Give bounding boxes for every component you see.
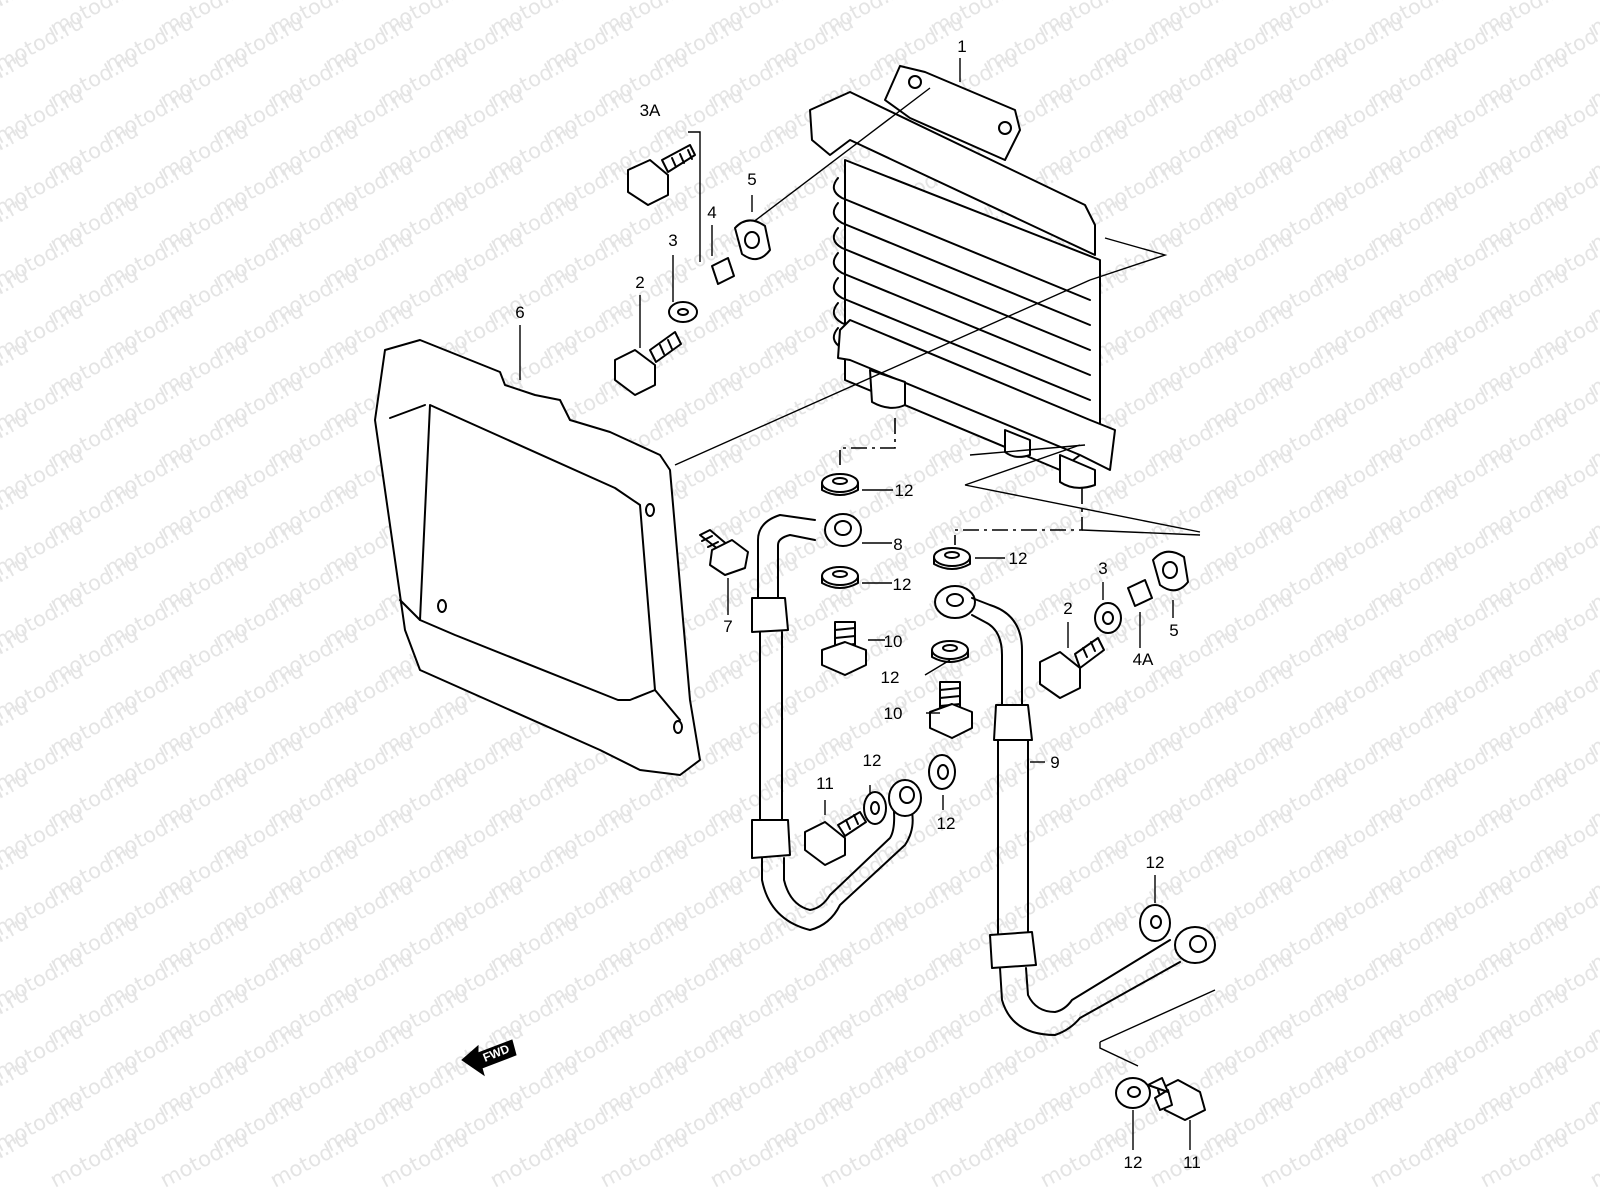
washer-12-c — [933, 547, 971, 570]
callout-1: 1 — [957, 37, 966, 56]
washer-12-b — [821, 566, 859, 589]
washer-12-e — [863, 791, 887, 825]
bolt-7 — [699, 529, 749, 576]
callout-7: 7 — [723, 617, 732, 636]
watermark-text: motod.ru — [816, 1126, 912, 1192]
callout-4a: 4A — [1133, 650, 1154, 669]
collar-4-top — [711, 257, 735, 285]
callout-12-f: 12 — [937, 814, 956, 833]
callout-12-a: 12 — [895, 481, 914, 500]
banjo-bolt-10-a — [821, 621, 867, 676]
banjo-bolt-10-b — [929, 681, 973, 739]
washer-3-top — [668, 301, 698, 323]
callout-8: 8 — [893, 535, 902, 554]
cooler-frame — [374, 339, 701, 776]
watermark-text: motod.ru — [706, 1126, 802, 1192]
callout-3-top: 3 — [668, 231, 677, 250]
callout-10-b: 10 — [884, 704, 903, 723]
collar-4a — [1127, 579, 1153, 607]
callout-12-d: 12 — [881, 668, 900, 687]
callout-2-right: 2 — [1063, 599, 1072, 618]
watermark-text: motod.ru — [1586, 1126, 1600, 1192]
washer-3-right — [1094, 602, 1122, 634]
watermark-text: motod.ru — [0, 0, 32, 40]
callout-5-top: 5 — [747, 170, 756, 189]
watermark-text: motod.ru — [46, 1126, 142, 1192]
callout-6: 6 — [515, 303, 524, 322]
washer-12-h — [1115, 1077, 1151, 1109]
oil-hose-9 — [934, 585, 1216, 1036]
callout-2-top: 2 — [635, 273, 644, 292]
callout-5-right: 5 — [1169, 621, 1178, 640]
callout-11-b: 11 — [1183, 1153, 1201, 1172]
callout-4-top: 4 — [707, 203, 716, 222]
washer-12-f — [928, 754, 956, 790]
watermark-text: motod.ru — [486, 1126, 582, 1192]
watermark-text: motod.ru — [376, 1126, 472, 1192]
callout-labels: 1 3A 4 5 3 2 6 12 8 12 12 7 10 12 10 3 2… — [515, 37, 1201, 1172]
callout-12-b: 12 — [1009, 549, 1028, 568]
washer-12-d — [931, 640, 969, 663]
watermark-text: motod.ru — [1256, 1126, 1352, 1192]
bolt-2-top — [614, 331, 682, 396]
watermark-text: motod.ru — [1036, 1126, 1132, 1192]
watermark-text: motod.ru — [266, 1126, 362, 1192]
watermark-text: motod.ru — [1366, 1126, 1462, 1192]
callout-11-a: 11 — [816, 774, 834, 793]
watermark-text: motod.ru — [156, 1126, 252, 1192]
grommet-5-right — [1152, 550, 1189, 592]
callout-12-e: 12 — [863, 751, 882, 770]
callout-3-right: 3 — [1098, 559, 1107, 578]
watermark-text: motod.ru — [1476, 1126, 1572, 1192]
watermark-text: motod.ru — [596, 1126, 692, 1192]
watermark-text: motod.ru — [926, 1126, 1022, 1192]
banjo-bolt-11-b — [1147, 1077, 1206, 1121]
bolt-3a — [627, 144, 696, 206]
washer-12-g — [1139, 904, 1171, 942]
oil-hose-8 — [751, 513, 922, 931]
callout-12-g: 12 — [1146, 853, 1165, 872]
callout-9: 9 — [1050, 753, 1059, 772]
cooler-fins — [832, 177, 1091, 446]
callout-3a: 3A — [640, 101, 661, 120]
oil-cooler — [809, 65, 1116, 489]
bolt-2-right — [1039, 637, 1105, 699]
banjo-bolt-11-a — [804, 811, 867, 866]
callout-10-a: 10 — [884, 632, 903, 651]
washer-12-a — [821, 473, 859, 496]
callout-12-c: 12 — [893, 575, 912, 594]
callout-12-h: 12 — [1124, 1153, 1143, 1172]
grommet-5-top — [734, 219, 771, 261]
fwd-arrow-icon — [461, 1039, 517, 1077]
